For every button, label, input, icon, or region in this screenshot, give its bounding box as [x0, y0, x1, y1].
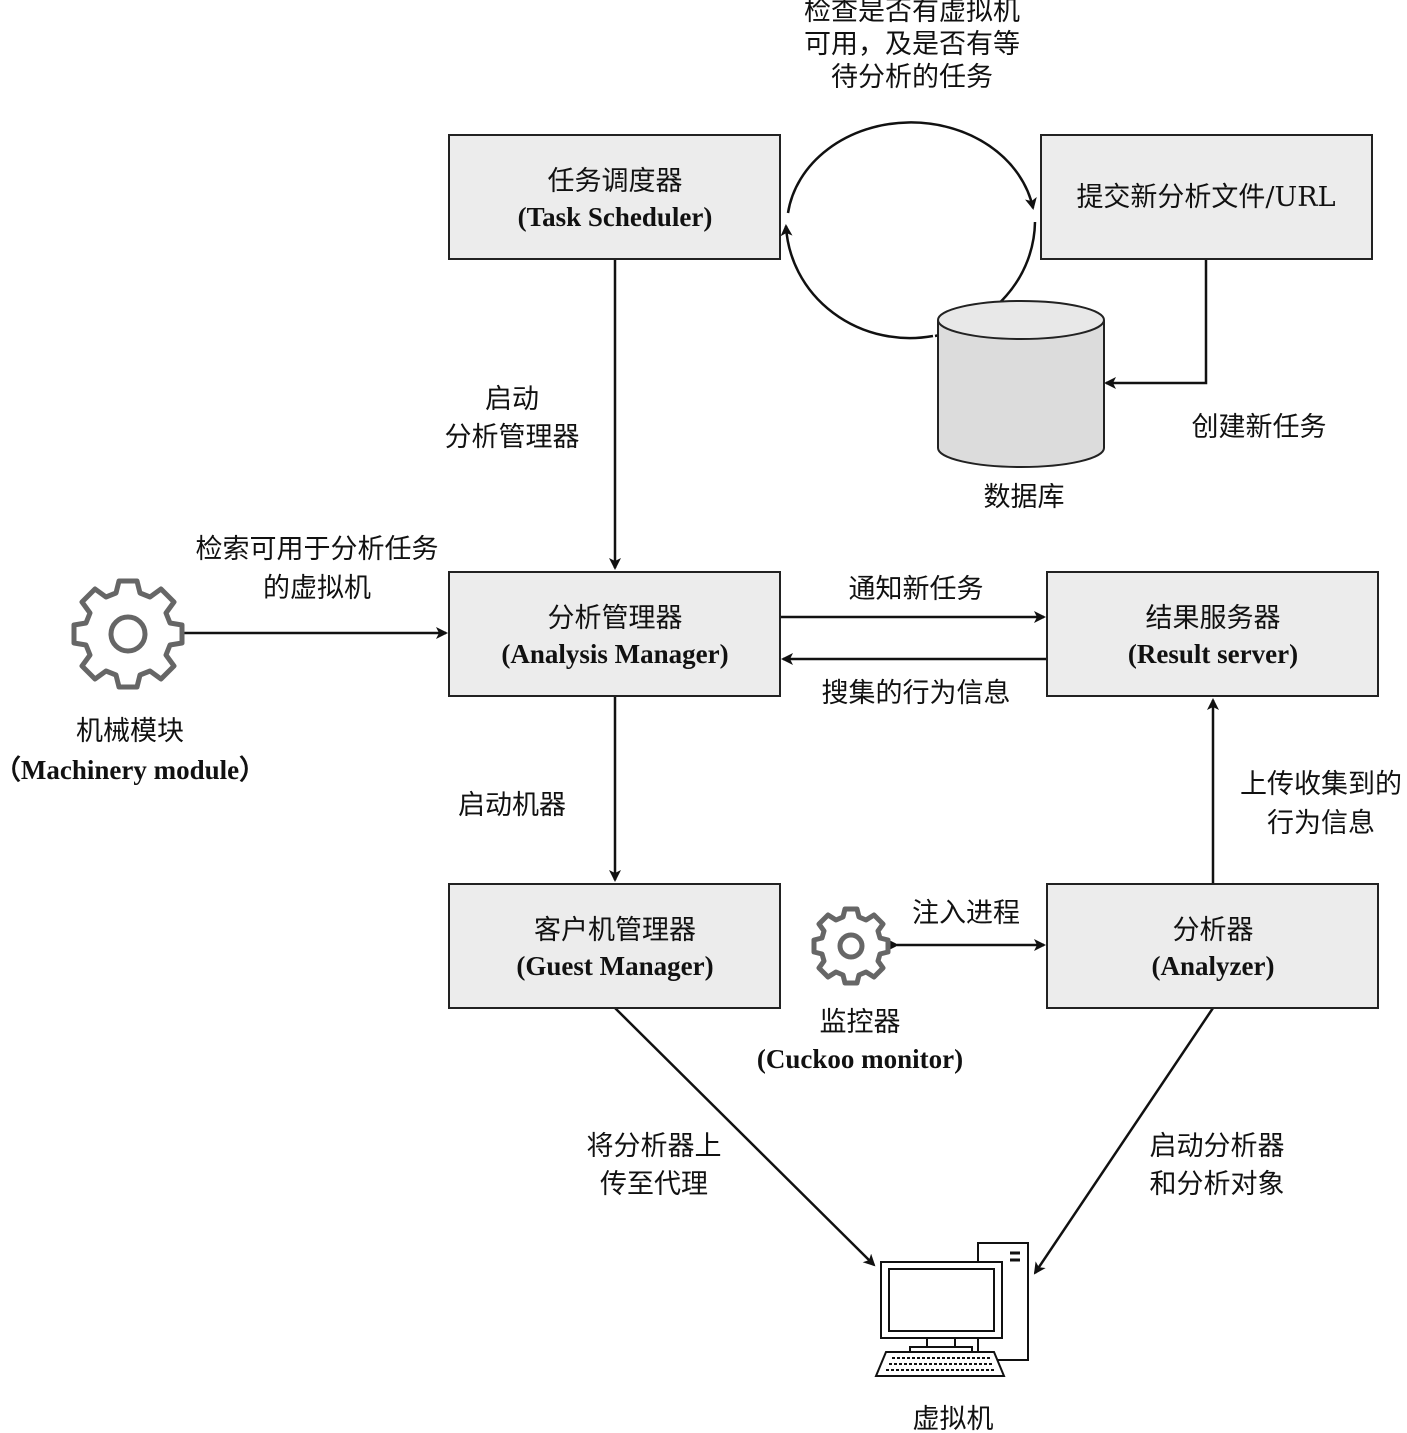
monitor-gear-icon [811, 906, 891, 986]
result-server-en-label: (Result server) [1128, 639, 1298, 669]
start-analyzer-label-line2: 和分析对象 [1150, 1169, 1285, 1200]
check-vm-label-line1: 检查是否有虚拟机 [804, 0, 1020, 27]
create-task-label: 创建新任务 [1192, 412, 1327, 443]
task-scheduler-node: 任务调度器 (Task Scheduler) [448, 134, 781, 260]
analysis-manager-label: 分析管理器 [548, 603, 683, 634]
guest-manager-label: 客户机管理器 [534, 915, 696, 946]
submit-label: 提交新分析文件/URL [1076, 182, 1335, 213]
vm-label: 虚拟机 [913, 1404, 994, 1433]
upload-analyzer-label-line2: 传至代理 [600, 1169, 708, 1200]
analysis-manager-en-label: (Analysis Manager) [501, 639, 728, 669]
upload-behavior-label-line2: 行为信息 [1267, 808, 1375, 839]
analyzer-node: 分析器 (Analyzer) [1046, 883, 1379, 1009]
loop-arc-right [786, 121, 1037, 214]
check-vm-label-line2: 可用，及是否有等 [804, 29, 1020, 60]
task-scheduler-en-label: (Task Scheduler) [518, 202, 713, 232]
retrieve-vm-label-line2: 的虚拟机 [263, 573, 371, 604]
start-machine-label: 启动机器 [458, 790, 566, 821]
retrieve-vm-label-line1: 检索可用于分析任务 [196, 534, 439, 565]
monitor-en-label: (Cuckoo monitor) [757, 1044, 963, 1074]
machinery-en-label: （Machinery module） [0, 755, 266, 785]
notify-task-label: 通知新任务 [849, 574, 984, 605]
result-server-label: 结果服务器 [1146, 603, 1281, 634]
submit-node: 提交新分析文件/URL [1040, 134, 1373, 260]
analyzer-label: 分析器 [1173, 915, 1254, 946]
submit-to-database-arrow [1104, 260, 1208, 389]
monitor-label: 监控器 [820, 1007, 901, 1038]
result-server-node: 结果服务器 (Result server) [1046, 571, 1379, 697]
analysis-manager-node: 分析管理器 (Analysis Manager) [448, 571, 781, 697]
machinery-label: 机械模块 [76, 716, 184, 747]
check-vm-label-line3: 待分析的任务 [831, 62, 993, 93]
start-manager-label-line1: 启动 [485, 384, 539, 415]
guest-manager-node: 客户机管理器 (Guest Manager) [448, 883, 781, 1009]
start-manager-label-line2: 分析管理器 [445, 422, 580, 453]
guest-manager-en-label: (Guest Manager) [516, 951, 713, 981]
inject-process-label: 注入进程 [912, 898, 1020, 929]
machinery-gear-icon [71, 578, 185, 690]
collected-behavior-label: 搜集的行为信息 [822, 678, 1011, 709]
guest-to-vm-arrow [614, 1007, 876, 1267]
analyzer-en-label: (Analyzer) [1152, 951, 1275, 981]
upload-behavior-label-line1: 上传收集到的 [1240, 769, 1402, 800]
upload-analyzer-label-line1: 将分析器上 [587, 1131, 722, 1162]
analyzer-to-vm-arrow [1033, 1007, 1215, 1275]
task-scheduler-label: 任务调度器 [548, 166, 683, 197]
start-analyzer-label-line1: 启动分析器 [1150, 1131, 1285, 1162]
database-label: 数据库 [984, 482, 1065, 513]
computer-icon [874, 1242, 1029, 1377]
database-icon [937, 300, 1105, 468]
